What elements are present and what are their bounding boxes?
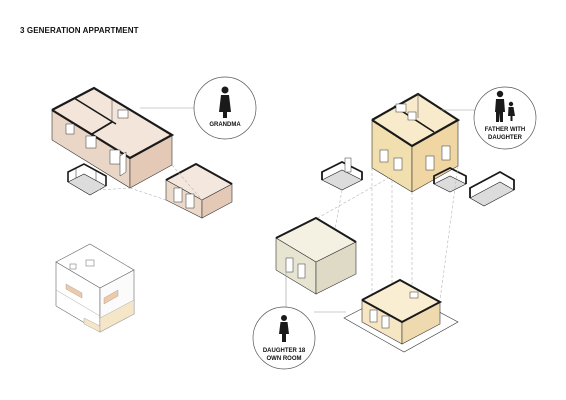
grandma-unit — [51, 86, 175, 189]
daughter-badge: DAUGHTER 18 OWN ROOM — [252, 270, 346, 370]
building-massing-model — [55, 243, 135, 333]
daughter-upper-mass — [275, 216, 357, 295]
grandma-badge: GRANDMA — [140, 76, 257, 140]
page-title: 3 GENERATION APPARTMENT — [20, 26, 139, 35]
grandma-connectors — [97, 164, 203, 201]
father-badge: FATHER WITH DAUGHTER — [440, 86, 537, 150]
father-balcony-mid — [433, 166, 467, 193]
father-daughter-silhouette-icon — [495, 90, 515, 122]
daughter-silhouette-icon — [279, 315, 289, 342]
grandma-balcony — [67, 163, 107, 196]
grandma-extension-room — [165, 162, 233, 219]
father-label-line1: FATHER WITH — [485, 127, 526, 133]
grandma-silhouette-icon — [219, 86, 231, 118]
father-balcony-left — [321, 157, 363, 191]
daughter-label-line2: OWN ROOM — [267, 356, 302, 362]
father-unit — [371, 92, 461, 193]
grandma-label: GRANDMA — [209, 122, 241, 128]
father-label-line2: DAUGHTER — [488, 135, 523, 141]
daughter-label-line1: DAUGHTER 18 — [263, 348, 306, 354]
grandma-wall-cut — [51, 86, 175, 160]
father-balcony-right — [469, 170, 515, 207]
daughter-room — [343, 278, 459, 353]
